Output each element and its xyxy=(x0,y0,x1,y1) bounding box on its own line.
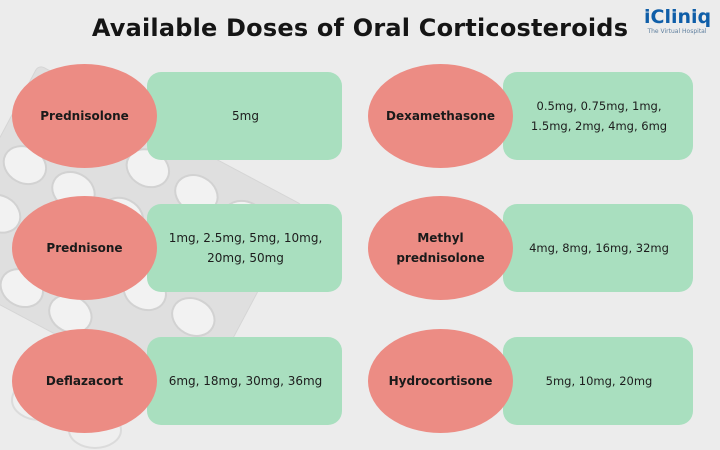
dose-card-deflazacort: 6mg, 18mg, 30mg, 36mg Deflazacort xyxy=(12,329,342,433)
dose-list: 5mg xyxy=(147,72,342,160)
logo-name: iCliniq xyxy=(644,6,712,28)
iclinic-logo: iCliniq The Virtual Hospital xyxy=(644,6,712,35)
dose-list: 6mg, 18mg, 30mg, 36mg xyxy=(147,337,342,425)
dose-list: 1mg, 2.5mg, 5mg, 10mg, 20mg, 50mg xyxy=(147,204,342,292)
dose-card-dexamethasone: 0.5mg, 0.75mg, 1mg, 1.5mg, 2mg, 4mg, 6mg… xyxy=(368,64,698,168)
drug-name: Methyl prednisolone xyxy=(368,196,513,300)
drug-name: Prednisone xyxy=(12,196,157,300)
page-title: Available Doses of Oral Corticosteroids xyxy=(91,14,629,42)
drug-name: Deflazacort xyxy=(12,329,157,433)
dose-card-prednisone: 1mg, 2.5mg, 5mg, 10mg, 20mg, 50mg Predni… xyxy=(12,196,342,300)
dose-card-hydrocortisone: 5mg, 10mg, 20mg Hydrocortisone xyxy=(368,329,698,433)
logo-tagline: The Virtual Hospital xyxy=(647,28,707,35)
dose-card-prednisolone: 5mg Prednisolone xyxy=(12,64,342,168)
drug-name: Dexamethasone xyxy=(368,64,513,168)
dose-list: 4mg, 8mg, 16mg, 32mg xyxy=(503,204,693,292)
dose-list: 5mg, 10mg, 20mg xyxy=(503,337,693,425)
drug-name: Hydrocortisone xyxy=(368,329,513,433)
dose-list: 0.5mg, 0.75mg, 1mg, 1.5mg, 2mg, 4mg, 6mg xyxy=(503,72,693,160)
dose-card-methylprednisolone: 4mg, 8mg, 16mg, 32mg Methyl prednisolone xyxy=(368,196,698,300)
drug-name: Prednisolone xyxy=(12,64,157,168)
